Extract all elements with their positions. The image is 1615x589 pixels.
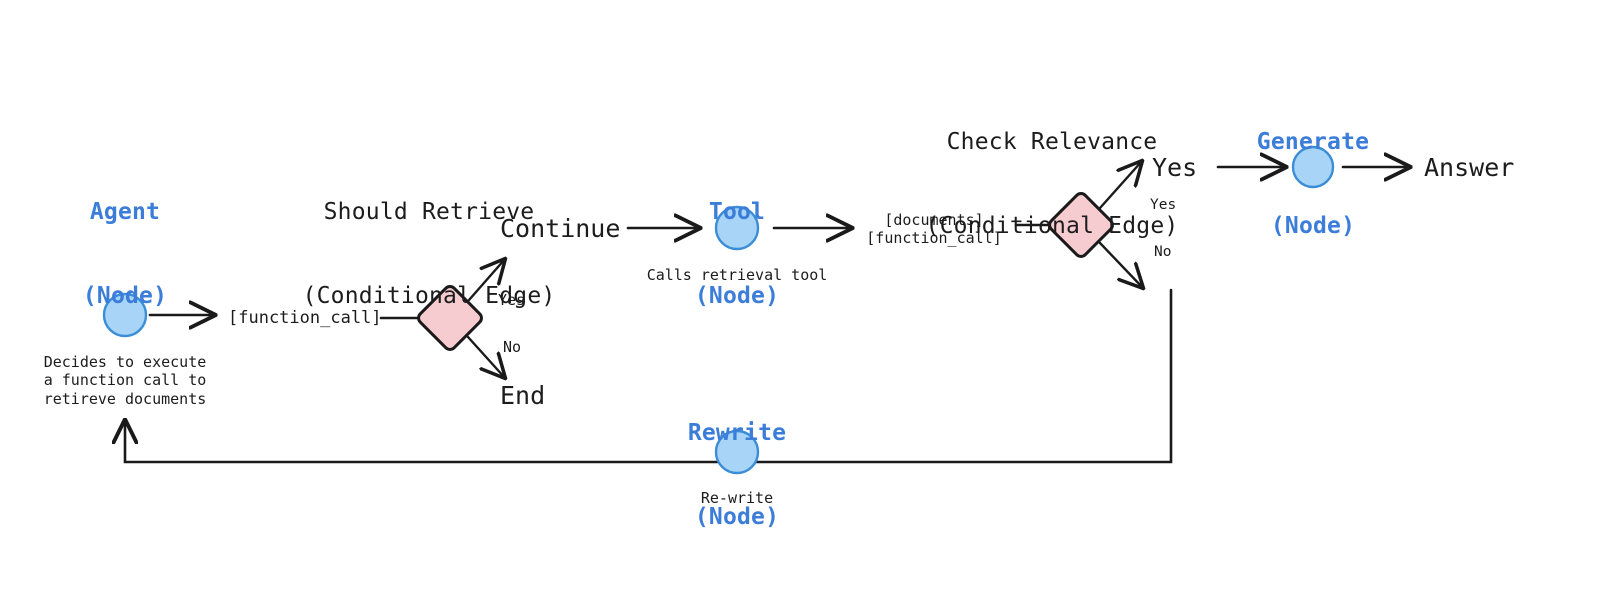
caption-rewrite: Re-write — [700, 489, 774, 507]
conditional-edge-title-should-retrieve-line2: (Conditional Edge) — [302, 283, 556, 310]
node-title-tool-line2: (Node) — [694, 283, 780, 310]
edge-label-check-relevance-no: No — [1154, 244, 1172, 260]
node-title-rewrite-line1: Rewrite — [687, 420, 787, 447]
output-answer: Answer — [1424, 153, 1515, 182]
node-title-rewrite-line2: (Node) — [694, 504, 780, 531]
node-title-agent: Agent (Node) — [83, 142, 167, 366]
edge-label-should-retrieve-no: No — [503, 338, 522, 356]
edge-label-documents-function-call: [documents] [function_call] — [866, 211, 1002, 248]
edge-label-should-retrieve-yes: Yes — [498, 291, 526, 309]
caption-tool: Calls retrieval tool — [646, 266, 828, 284]
conditional-edge-title-check-relevance-line2: (Conditional Edge) — [925, 213, 1179, 240]
node-title-generate-line2: (Node) — [1270, 213, 1356, 240]
edge-label-check-relevance-yes: Yes — [1150, 197, 1177, 213]
conditional-edge-title-should-retrieve: Should Retrieve (Conditional Edge) — [303, 142, 556, 366]
edge-label-function-call: [function_call] — [228, 308, 382, 328]
node-title-generate: Generate (Node) — [1257, 72, 1369, 296]
caption-agent: Decides to execute a function call to re… — [43, 353, 207, 408]
conditional-edge-title-check-relevance-line1: Check Relevance — [946, 129, 1158, 156]
branch-target-yes: Yes — [1152, 153, 1198, 182]
conditional-edge-title-check-relevance: Check Relevance (Conditional Edge) — [926, 72, 1179, 296]
node-title-tool: Tool (Node) — [695, 142, 779, 366]
branch-target-continue: Continue — [500, 214, 621, 243]
node-title-generate-line1: Generate — [1256, 129, 1370, 156]
branch-target-end: End — [500, 381, 546, 410]
conditional-edge-title-should-retrieve-line1: Should Retrieve — [323, 199, 535, 226]
node-title-rewrite: Rewrite (Node) — [688, 363, 786, 587]
node-title-tool-line1: Tool — [708, 199, 766, 226]
node-title-agent-line2: (Node) — [82, 283, 168, 310]
node-title-agent-line1: Agent — [89, 199, 161, 226]
